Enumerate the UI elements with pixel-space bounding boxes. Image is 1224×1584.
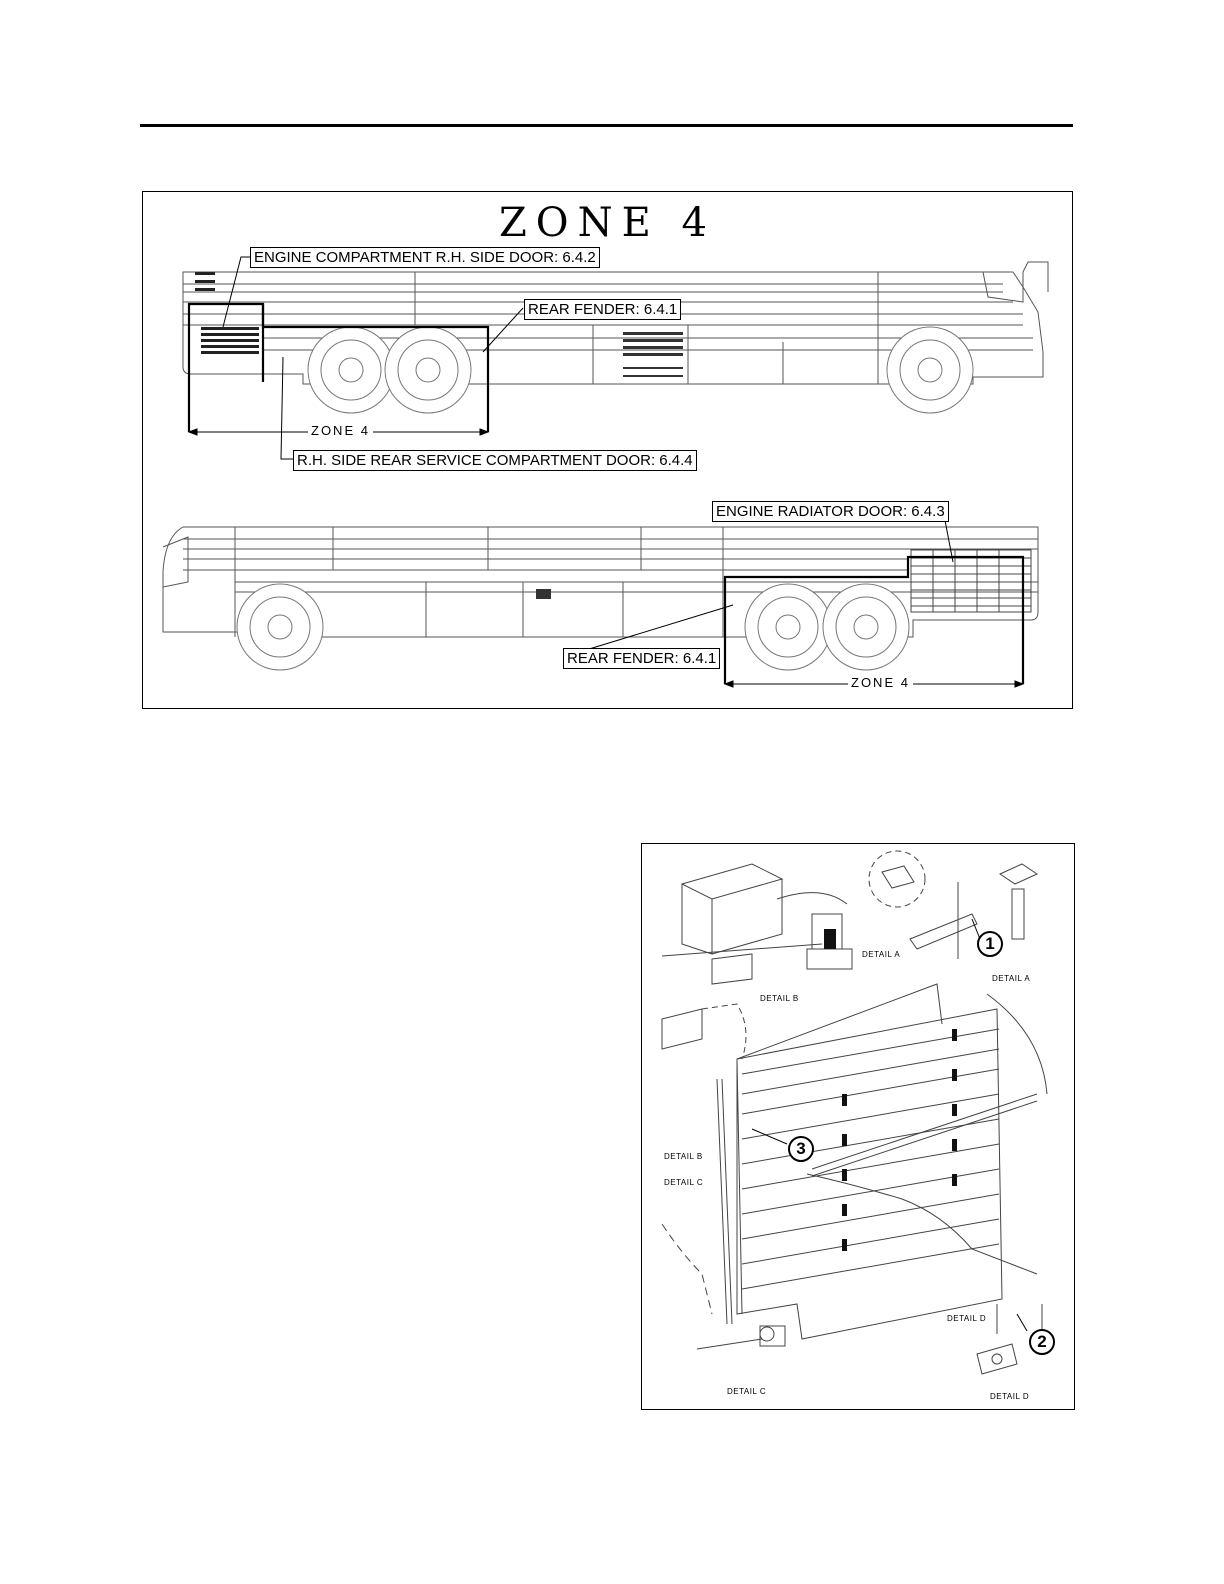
dimension-label-top: ZONE 4	[308, 423, 373, 438]
callout-rear-fender-bottom: REAR FENDER: 6.4.1	[563, 648, 720, 669]
callout-service-compartment-door: R.H. SIDE REAR SERVICE COMPARTMENT DOOR:…	[293, 450, 697, 471]
label-detail-d-bottom: DETAIL D	[990, 1392, 1029, 1401]
label-detail-a-top: DETAIL A	[862, 950, 900, 959]
callout-engine-radiator-door: ENGINE RADIATOR DOOR: 6.4.3	[712, 501, 949, 522]
label-detail-b-left: DETAIL B	[664, 1152, 703, 1161]
door-leader-lines	[752, 919, 1027, 1331]
center-louvre	[623, 332, 683, 377]
label-detail-a-right: DETAIL A	[992, 974, 1030, 983]
zone-title: ZONE 4	[143, 200, 1072, 246]
callout-engine-compartment-door: ENGINE COMPARTMENT R.H. SIDE DOOR: 6.4.2	[250, 247, 600, 268]
label-detail-c-bottom: DETAIL C	[727, 1387, 766, 1396]
header-rule	[140, 124, 1073, 127]
label-detail-d-mid: DETAIL D	[947, 1314, 986, 1323]
service-door-exploded-view: 1 2 3 DETAIL A DETAIL A DETAIL B DETAIL …	[641, 843, 1075, 1410]
zone-4-diagram: ZONE 4 ENGINE COMPARTMENT R.H. SIDE DOOR…	[142, 191, 1073, 709]
dimension-label-bottom: ZONE 4	[848, 675, 913, 690]
hinge-marks	[824, 929, 957, 1251]
callout-number-3: 3	[788, 1136, 814, 1162]
label-detail-c-left: DETAIL C	[664, 1178, 703, 1187]
label-detail-b-top: DETAIL B	[760, 994, 799, 1003]
callout-number-2: 2	[1029, 1329, 1055, 1355]
door-assembly-drawing	[642, 844, 1076, 1411]
callout-number-1: 1	[977, 931, 1003, 957]
bottom-bus-vent	[536, 589, 551, 599]
radiator-door-grille	[911, 550, 1031, 612]
callout-rear-fender-top: REAR FENDER: 6.4.1	[524, 299, 681, 320]
